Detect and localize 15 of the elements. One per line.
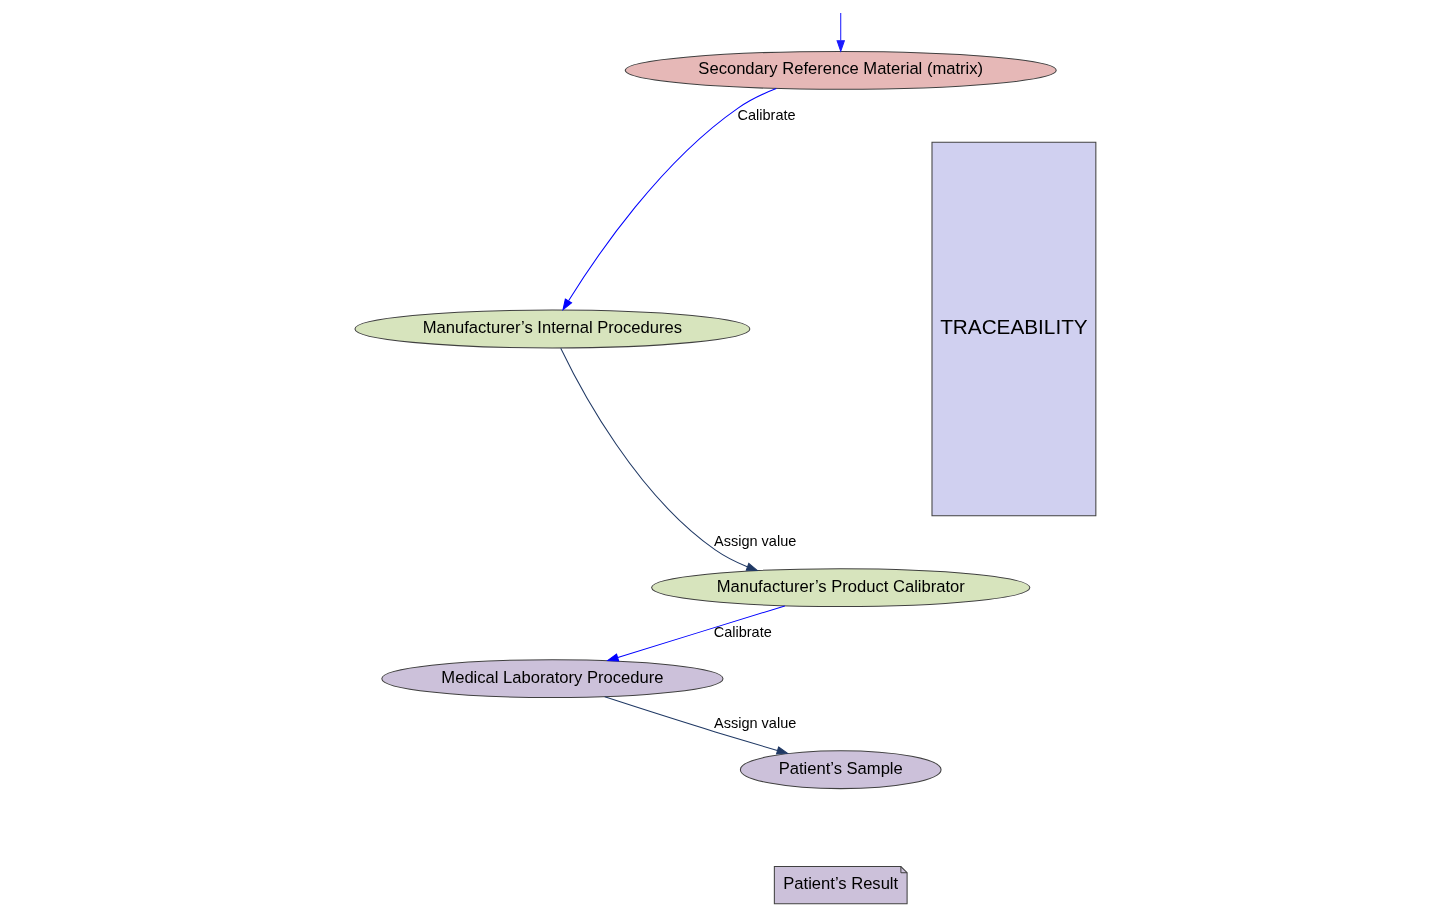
arrow <box>562 88 777 312</box>
arrow <box>560 347 759 571</box>
edge-label: Assign value <box>714 714 797 731</box>
node-ellipse: Medical Laboratory Procedure <box>381 659 724 699</box>
node-ellipse: Patient’s Sample <box>739 750 942 790</box>
arrow <box>604 696 790 755</box>
arrow <box>606 605 786 662</box>
node-box: TRACEABILITY <box>931 141 1097 517</box>
node-ellipse: Manufacturer’s Product Calibrator <box>651 568 1031 608</box>
node-ellipse: Manufacturer’s Internal Procedures <box>354 309 751 349</box>
arrow <box>836 12 846 53</box>
node-ellipse: Secondary Reference Material (matrix) <box>624 50 1057 90</box>
edge-label: Assign value <box>714 532 797 549</box>
edge-label: Calibrate <box>737 106 796 123</box>
edge-label: Calibrate <box>713 623 772 640</box>
